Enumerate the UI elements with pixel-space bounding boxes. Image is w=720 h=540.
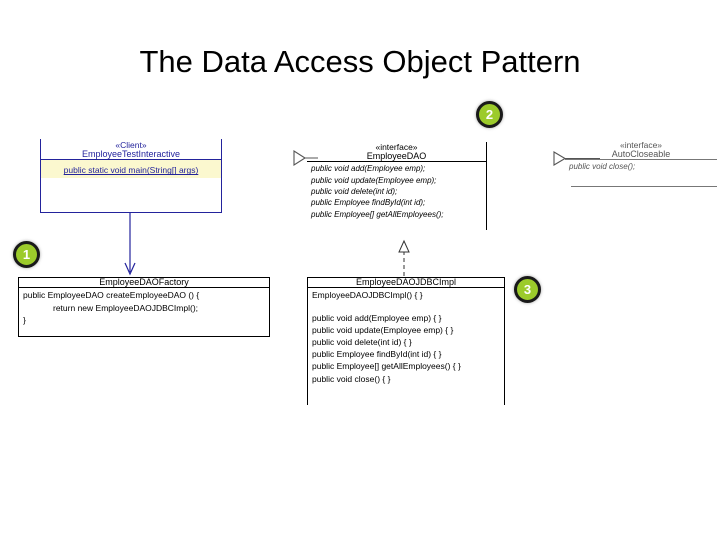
factory-header: EmployeeDAOFactory bbox=[19, 277, 269, 287]
client-divider bbox=[41, 159, 221, 161]
impl-divider bbox=[308, 287, 504, 289]
impl-class-name: EmployeeDAOJDBCImpl bbox=[355, 277, 457, 287]
dao-member-1: public void update(Employee emp); bbox=[311, 175, 437, 185]
connector-impl-realizes-dao bbox=[398, 239, 410, 276]
dao-stereotype: «interface» bbox=[375, 142, 418, 152]
uml-class-impl[interactable]: EmployeeDAOJDBCImpl EmployeeDAOJDBCImpl(… bbox=[307, 277, 505, 405]
impl-member-5: public void close() { } bbox=[312, 373, 391, 384]
impl-member-4: public Employee[] getAllEmployees() { } bbox=[312, 361, 461, 372]
client-member-0: public static void main(String[] args) bbox=[63, 165, 199, 176]
dao-header: «interface» EmployeeDAO bbox=[307, 142, 486, 161]
dao-divider bbox=[307, 161, 486, 163]
factory-member-2: } bbox=[23, 314, 26, 325]
dao-member-0: public void add(Employee emp); bbox=[311, 164, 426, 174]
impl-member-2: public void delete(int id) { } bbox=[312, 337, 412, 348]
closeable-members: public void close(); bbox=[565, 160, 717, 172]
impl-members: public void add(Employee emp) { } public… bbox=[308, 311, 504, 384]
impl-member-1: public void update(Employee emp) { } bbox=[312, 325, 454, 336]
impl-spacer bbox=[308, 302, 504, 311]
factory-members: public EmployeeDAO createEmployeeDAO () … bbox=[19, 288, 269, 325]
client-class-name: EmployeeTestInteractive bbox=[81, 148, 181, 159]
dao-members: public void add(Employee emp); public vo… bbox=[307, 162, 486, 220]
step-badge-3[interactable]: 3 bbox=[514, 276, 541, 303]
uml-class-factory[interactable]: EmployeeDAOFactory public EmployeeDAO cr… bbox=[18, 277, 270, 337]
client-main-method-row[interactable]: public static void main(String[] args) bbox=[41, 160, 221, 179]
closeable-divider bbox=[565, 159, 717, 161]
factory-member-0: public EmployeeDAO createEmployeeDAO () … bbox=[23, 290, 200, 301]
uml-class-client[interactable]: «Client» EmployeeTestInteractive public … bbox=[40, 139, 222, 213]
page-title: The Data Access Object Pattern bbox=[139, 44, 581, 79]
dao-class-name: EmployeeDAO bbox=[366, 150, 427, 161]
connector-client-to-factory bbox=[124, 213, 136, 276]
closeable-stereotype: «interface» bbox=[619, 140, 663, 150]
client-header: «Client» EmployeeTestInteractive bbox=[41, 139, 221, 159]
impl-member-3: public Employee findById(int id) { } bbox=[312, 349, 442, 360]
impl-constructor: EmployeeDAOJDBCImpl() { } bbox=[312, 290, 423, 301]
impl-header: EmployeeDAOJDBCImpl bbox=[308, 277, 504, 287]
factory-divider bbox=[19, 287, 269, 289]
factory-member-1: return new EmployeeDAOJDBCImpl(); bbox=[53, 302, 199, 313]
dao-member-3: public Employee findById(int id); bbox=[311, 198, 426, 208]
client-stereotype: «Client» bbox=[115, 140, 147, 150]
dao-member-4: public Employee[] getAllEmployees(); bbox=[311, 209, 444, 219]
uml-interface-autocloseable[interactable]: «interface» AutoCloseable public void cl… bbox=[565, 140, 717, 188]
closeable-bottom-divider bbox=[571, 186, 717, 187]
closeable-member-0: public void close(); bbox=[569, 162, 636, 172]
step-badge-2[interactable]: 2 bbox=[476, 101, 503, 128]
factory-class-name: EmployeeDAOFactory bbox=[99, 277, 189, 287]
impl-member-0: public void add(Employee emp) { } bbox=[312, 313, 442, 324]
closeable-header: «interface» AutoCloseable bbox=[565, 140, 717, 159]
uml-interface-employeedao[interactable]: «interface» EmployeeDAO public void add(… bbox=[307, 142, 487, 230]
dao-member-2: public void delete(int id); bbox=[311, 187, 398, 197]
closeable-class-name: AutoCloseable bbox=[611, 148, 671, 159]
step-badge-1[interactable]: 1 bbox=[13, 241, 40, 268]
